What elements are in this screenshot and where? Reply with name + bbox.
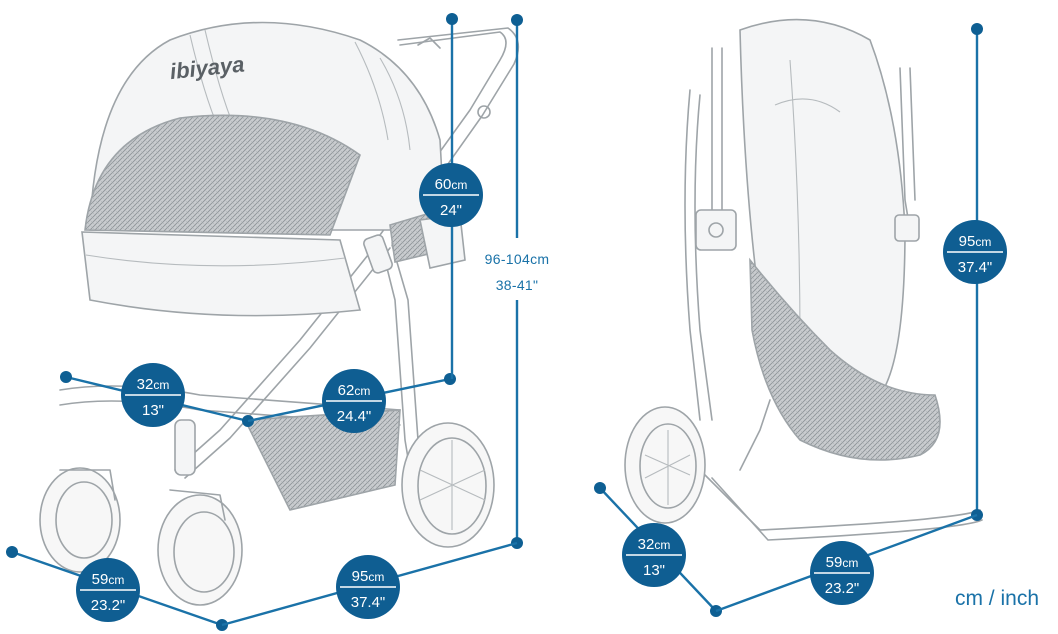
svg-text:95cm: 95cm [352, 568, 385, 585]
badge-folded-depth: 32cm 13" [622, 523, 686, 587]
badge-metric: 32 [137, 376, 154, 393]
svg-text:95cm: 95cm [959, 233, 992, 250]
badge-metric: 95 [959, 233, 976, 250]
badge-handle-span: 60cm 24" [419, 163, 483, 227]
badge-unit: cm [654, 538, 670, 552]
svg-text:32cm: 32cm [137, 376, 170, 393]
badge-imperial: 23.2" [825, 580, 860, 597]
stroller-unfolded-illustration: ibiyaya [39, 21, 520, 606]
badge-metric: 59 [92, 571, 109, 588]
dim-endpoint [6, 546, 18, 558]
badge-folded-height: 95cm 37.4" [943, 220, 1007, 284]
svg-text:62cm: 62cm [338, 382, 371, 399]
badge-metric: 62 [338, 382, 355, 399]
badge-imperial: 37.4" [958, 259, 993, 276]
badge-length: 95cm 37.4" [336, 555, 400, 619]
badge-imperial: 13" [643, 562, 665, 579]
badge-width: 59cm 23.2" [76, 558, 140, 622]
badge-imperial: 13" [142, 402, 164, 419]
label-handle-height: 96-104cm 38-41" [485, 251, 550, 293]
badge-metric: 95 [352, 568, 369, 585]
badge-imperial: 23.2" [91, 597, 126, 614]
dim-endpoint [60, 371, 72, 383]
handle-height-metric: 96-104cm [485, 251, 550, 267]
badge-folded-width: 59cm 23.2" [810, 541, 874, 605]
svg-text:60cm: 60cm [435, 176, 468, 193]
stroller-folded-illustration [624, 18, 983, 541]
badge-unit: cm [354, 384, 370, 398]
badge-unit: cm [368, 570, 384, 584]
svg-text:59cm: 59cm [826, 554, 859, 571]
badge-unit: cm [842, 556, 858, 570]
unit-legend: cm / inch [955, 587, 1039, 610]
badge-unit: cm [108, 573, 124, 587]
badge-metric: 60 [435, 176, 452, 193]
badge-unit: cm [451, 178, 467, 192]
badge-unit: cm [975, 235, 991, 249]
badge-imperial: 24.4" [337, 408, 372, 425]
dim-endpoint [444, 373, 456, 385]
badge-metric: 32 [638, 536, 655, 553]
badge-metric: 59 [826, 554, 843, 571]
badge-front-depth: 32cm 13" [121, 363, 185, 427]
svg-text:32cm: 32cm [638, 536, 671, 553]
dim-endpoint [971, 23, 983, 35]
badge-imperial: 24" [440, 202, 462, 219]
badge-unit: cm [153, 378, 169, 392]
badge-imperial: 37.4" [351, 594, 386, 611]
dim-endpoint [594, 482, 606, 494]
handle-height-imperial: 38-41" [496, 277, 539, 293]
dim-endpoint [446, 13, 458, 25]
dim-endpoint [511, 14, 523, 26]
badge-seat-length: 62cm 24.4" [322, 369, 386, 433]
svg-text:59cm: 59cm [92, 571, 125, 588]
